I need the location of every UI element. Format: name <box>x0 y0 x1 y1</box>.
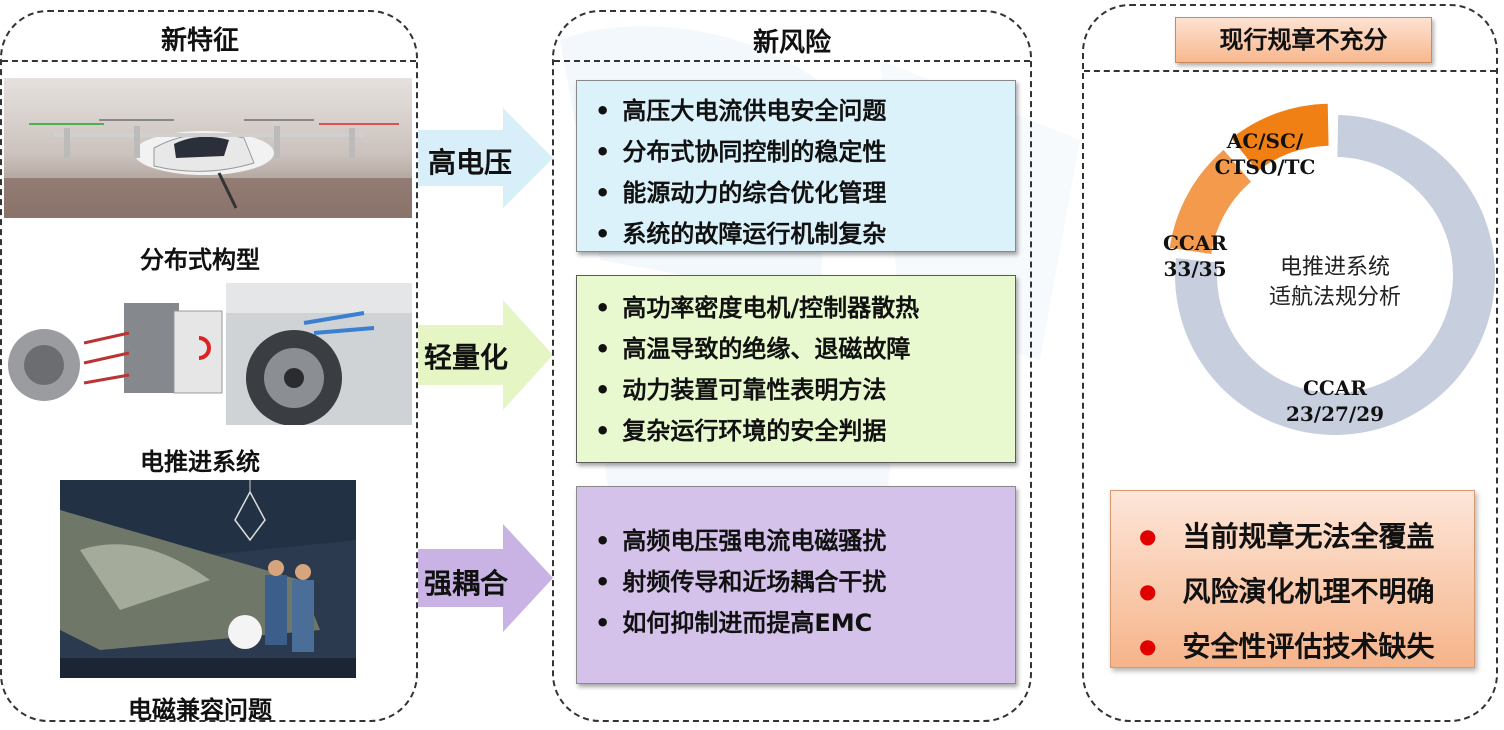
donut-slice-label: 33/35 <box>1164 257 1227 281</box>
risk-group-lightweight: 高功率密度电机/控制器散热 高温导致的绝缘、退磁故障 动力装置可靠性表明方法 复… <box>576 275 1016 463</box>
features-panel-divider <box>2 60 416 62</box>
arrow-lightweight <box>418 300 553 410</box>
risks-title: 新风险 <box>752 28 831 58</box>
distributed-aircraft-photo <box>4 78 412 218</box>
donut-center-line1: 电推进系统 <box>1280 255 1390 280</box>
risk-item: 复杂运行环境的安全判据 <box>595 411 1015 452</box>
caption-distributed-config: 分布式构型 <box>140 246 260 274</box>
risk-item: 动力装置可靠性表明方法 <box>595 370 1015 411</box>
risk-group-high-voltage: 高压大电流供电安全问题 分布式协同控制的稳定性 能源动力的综合优化管理 系统的故… <box>576 80 1016 252</box>
arrow-strong-coupling <box>418 524 553 632</box>
conclusion-text: 当前规章无法全覆盖 <box>1182 520 1435 553</box>
risk-item: 如何抑制进而提高EMC <box>595 603 1015 644</box>
caption-electric-propulsion: 电推进系统 <box>140 448 260 476</box>
donut-slice-label: CCAR <box>1163 231 1227 255</box>
donut-slice-label: 23/27/29 <box>1286 402 1384 426</box>
risk-item: 高压大电流供电安全问题 <box>595 91 1015 132</box>
electric-propulsion-photo <box>4 283 412 425</box>
risks-panel <box>552 10 1032 722</box>
risk-item: 射频传导和近场耦合干扰 <box>595 562 1015 603</box>
regulations-title: 现行规章不充分 <box>1175 17 1432 63</box>
arrow-label-strong-coupling: 强耦合 <box>424 567 509 600</box>
features-title: 新特征 <box>160 26 239 56</box>
risk-item: 高频电压强电流电磁骚扰 <box>595 521 1015 562</box>
conclusions-box: ● 当前规章无法全覆盖 ● 风险演化机理不明确 ● 安全性评估技术缺失 <box>1110 490 1475 668</box>
donut-slice <box>1231 103 1329 172</box>
features-panel <box>0 10 418 722</box>
conclusion-item: ● 安全性评估技术缺失 <box>1139 619 1474 674</box>
bullet-dot-icon: ● <box>1139 524 1157 548</box>
risk-item: 高温导致的绝缘、退磁故障 <box>595 329 1015 370</box>
arrow-label-high-voltage: 高电压 <box>428 146 513 179</box>
regulations-panel <box>1082 4 1498 722</box>
conclusion-item: ● 风险演化机理不明确 <box>1139 564 1474 619</box>
regulations-panel-divider <box>1084 70 1496 72</box>
donut-center-line2: 适航法规分析 <box>1269 285 1401 310</box>
risk-item: 分布式协同控制的稳定性 <box>595 132 1015 173</box>
donut-slice-label: CCAR <box>1303 376 1367 400</box>
arrow-label-lightweight: 轻量化 <box>424 341 509 374</box>
conclusion-text: 安全性评估技术缺失 <box>1182 630 1435 663</box>
donut-slice-label: CTSO/TC <box>1215 155 1316 179</box>
caption-emc-problem: 电磁兼容问题 <box>128 696 272 724</box>
regulation-donut-chart: 电推进系统 适航法规分析 CCAR23/27/29CCAR33/35AC/SC/… <box>1163 103 1495 436</box>
risk-item: 能源动力的综合优化管理 <box>595 173 1015 214</box>
risk-item: 高功率密度电机/控制器散热 <box>595 288 1015 329</box>
arrow-high-voltage <box>418 108 553 208</box>
donut-slice <box>1169 149 1251 255</box>
donut-slice-label: AC/SC/ <box>1226 129 1304 153</box>
risks-panel-divider <box>554 60 1030 62</box>
conclusion-item: ● 当前规章无法全覆盖 <box>1139 509 1474 564</box>
bullet-dot-icon: ● <box>1139 634 1157 658</box>
conclusion-text: 风险演化机理不明确 <box>1182 575 1435 608</box>
risk-item: 系统的故障运行机制复杂 <box>595 214 1015 255</box>
emc-chamber-photo <box>60 480 356 678</box>
bullet-dot-icon: ● <box>1139 579 1157 603</box>
risk-group-strong-coupling: 高频电压强电流电磁骚扰 射频传导和近场耦合干扰 如何抑制进而提高EMC <box>576 486 1016 684</box>
